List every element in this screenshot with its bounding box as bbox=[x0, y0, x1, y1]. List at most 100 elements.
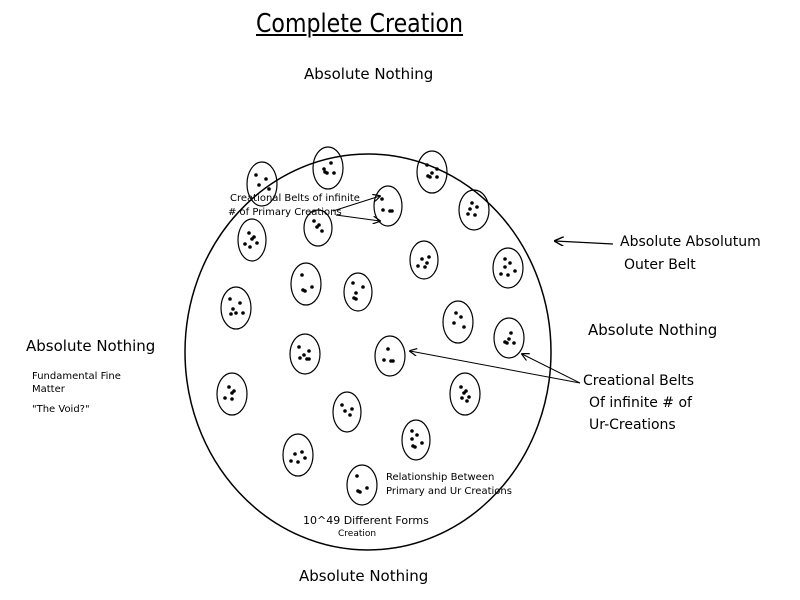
creation-dot bbox=[462, 391, 466, 395]
creation-dot bbox=[470, 201, 474, 205]
creation-dot bbox=[229, 312, 233, 316]
creation-dot bbox=[420, 257, 424, 261]
creation-dot bbox=[435, 175, 439, 179]
creation-dot bbox=[289, 459, 293, 463]
creation-dot bbox=[243, 242, 247, 246]
creation-dot bbox=[475, 205, 479, 209]
creational-belts-group bbox=[216, 146, 525, 506]
creation-dot bbox=[329, 161, 333, 165]
void-label: "The Void?" bbox=[32, 404, 90, 415]
creation-dot bbox=[410, 429, 414, 433]
creation-dot bbox=[302, 353, 306, 357]
creation-dot bbox=[248, 245, 252, 249]
ur-belts-arrow-2 bbox=[522, 354, 581, 384]
creation-dot bbox=[267, 187, 271, 191]
creation-dot bbox=[361, 285, 365, 289]
creation-dot bbox=[415, 433, 419, 437]
ur-belts-label-line1: Creational Belts bbox=[583, 373, 695, 389]
ur-belts-label-line3: Ur-Creations bbox=[589, 417, 676, 433]
creation-dot bbox=[499, 272, 503, 276]
absolute-nothing-top-label: Absolute Nothing bbox=[304, 65, 434, 83]
outer-belt-label-line2: Outer Belt bbox=[624, 257, 696, 273]
creational-belt-ellipse bbox=[373, 185, 403, 227]
creation-dot bbox=[503, 340, 507, 344]
creation-dot bbox=[459, 385, 463, 389]
creation-dot bbox=[350, 407, 354, 411]
relationship-label-line2: Primary and Ur Creations bbox=[386, 486, 512, 497]
creational-belt-ellipse bbox=[458, 189, 490, 231]
creation-dot bbox=[382, 358, 386, 362]
creation-dot bbox=[300, 450, 304, 454]
creational-belt-ellipse bbox=[343, 272, 373, 312]
creation-dot bbox=[354, 291, 358, 295]
creation-dot bbox=[420, 441, 424, 445]
creation-dot bbox=[234, 311, 238, 315]
creational-belt-ellipse bbox=[332, 391, 362, 433]
creation-dot bbox=[380, 197, 384, 201]
creation-dot bbox=[513, 269, 517, 273]
creational-belt-ellipse bbox=[237, 218, 267, 262]
creation-dot bbox=[503, 265, 507, 269]
creation-dot bbox=[254, 173, 258, 177]
creation-dot bbox=[238, 301, 242, 305]
creation-dot bbox=[305, 357, 309, 361]
creation-dot bbox=[230, 391, 234, 395]
creation-dot bbox=[315, 225, 319, 229]
creation-dot bbox=[247, 231, 251, 235]
creational-belt-ellipse bbox=[246, 161, 278, 207]
creation-dot bbox=[322, 167, 326, 171]
creation-dot bbox=[356, 489, 360, 493]
creation-dot bbox=[228, 297, 232, 301]
creation-dot bbox=[462, 325, 466, 329]
relationship-label-line1: Relationship Between bbox=[386, 472, 495, 483]
creation-dot bbox=[512, 341, 516, 345]
creational-belt-ellipse bbox=[374, 335, 406, 377]
primary-belts-arrow-1 bbox=[332, 196, 380, 212]
creation-dot bbox=[459, 315, 463, 319]
creational-belt-ellipse bbox=[282, 433, 314, 477]
creation-dot bbox=[352, 296, 356, 300]
creational-belt-ellipse bbox=[449, 372, 481, 416]
creation-dot bbox=[465, 399, 469, 403]
fine-matter-label-line1: Fundamental Fine bbox=[32, 371, 121, 382]
creation-dot bbox=[301, 288, 305, 292]
ur-belts-label-line2: Of infinite # of bbox=[589, 395, 692, 411]
creation-dot bbox=[508, 261, 512, 265]
creation-dot bbox=[250, 237, 254, 241]
creation-dot bbox=[452, 321, 456, 325]
creation-dot bbox=[435, 167, 439, 171]
primary-belts-label-line1: Creational Belts of infinite bbox=[230, 193, 360, 204]
forms-label-line2: Creation bbox=[338, 529, 377, 539]
creation-dot bbox=[227, 385, 231, 389]
creational-belt-ellipse bbox=[416, 150, 448, 194]
creation-dot bbox=[416, 264, 420, 268]
creation-dot bbox=[296, 460, 300, 464]
creation-dot bbox=[388, 209, 392, 213]
creation-dot bbox=[351, 281, 355, 285]
creation-dot bbox=[255, 241, 259, 245]
creation-dot bbox=[473, 213, 477, 217]
creation-dot bbox=[300, 273, 304, 277]
creation-dot bbox=[381, 208, 385, 212]
creation-dot bbox=[389, 359, 393, 363]
ur-belts-arrow-1 bbox=[410, 351, 581, 384]
creational-belt-ellipse bbox=[492, 247, 524, 289]
creation-dot bbox=[298, 356, 302, 360]
creation-dot bbox=[307, 349, 311, 353]
creational-belt-ellipse bbox=[312, 146, 344, 190]
creation-dot bbox=[425, 163, 429, 167]
creation-dot bbox=[230, 397, 234, 401]
creational-belt-ellipse bbox=[290, 262, 322, 306]
creation-dot bbox=[332, 171, 336, 175]
creation-dot bbox=[427, 255, 431, 259]
creation-dot bbox=[467, 395, 471, 399]
creation-dot bbox=[320, 229, 324, 233]
creation-dot bbox=[241, 311, 245, 315]
creational-belt-ellipse bbox=[346, 464, 378, 506]
creational-belt-ellipse bbox=[216, 372, 248, 416]
creation-dot bbox=[386, 347, 390, 351]
creation-dot bbox=[297, 345, 301, 349]
creation-dot bbox=[231, 307, 235, 311]
creation-dot bbox=[468, 207, 472, 211]
